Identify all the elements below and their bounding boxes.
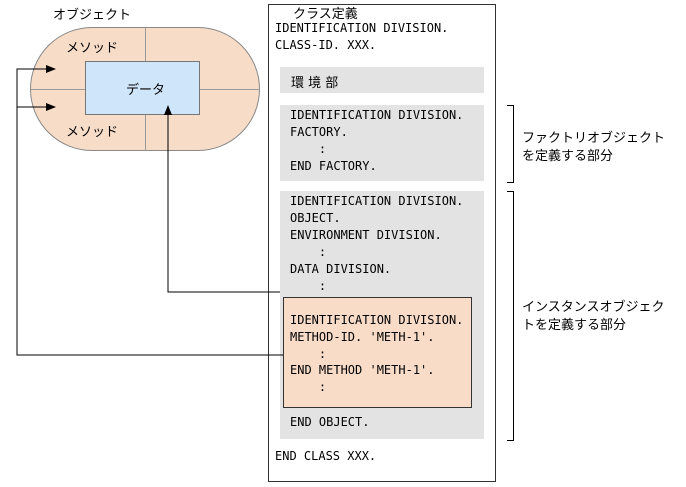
factory-brace [507,105,514,183]
factory-section [280,105,484,181]
object-line-3: ENVIRONMENT DIVISION. [290,228,442,242]
factory-line-4: END FACTORY. [290,159,377,173]
method-connector-line [16,65,283,356]
factory-line-3: : [290,142,327,156]
object-line-6: : [290,279,327,293]
factory-line-2: FACTORY. [290,125,348,139]
object-title: オブジェクト [53,8,132,23]
instance-brace [507,191,514,441]
object-line-4: : [290,245,327,259]
instance-annotation-line-1: インスタンスオブジェク [522,300,665,315]
end-class-line: END CLASS XXX. [275,449,377,463]
method-line-2: METHOD-ID. 'METH-1'. [290,330,435,344]
environment-section [280,67,484,93]
method-line-3: : [290,347,327,361]
method-label-bottom: メソッド [66,125,119,140]
factory-annotation-line-2: を定義する部分 [522,149,614,164]
factory-annotation-line-1: ファクトリオブジェクト [522,131,666,146]
object-line-1: IDENTIFICATION DIVISION. [290,194,464,208]
method-line-1: IDENTIFICATION DIVISION. [290,313,464,327]
object-line-5: DATA DIVISION. [290,262,392,276]
object-line-2: OBJECT. [290,211,341,225]
method-label-top: メソッド [66,41,119,56]
method-line-5: : [290,380,327,394]
method-section [283,297,472,408]
environment-label: 環 境 部 [291,76,339,91]
data-box [85,61,200,115]
instance-annotation-line-2: トを定義する部分 [522,318,627,333]
class-head-line-1: IDENTIFICATION DIVISION. [275,21,449,35]
data-label: データ [126,83,166,98]
class-head-line-2: CLASS-ID. XXX. [275,38,377,52]
end-object-line: END OBJECT. [290,415,370,429]
factory-line-1: IDENTIFICATION DIVISION. [290,108,464,122]
data-connector-line [164,105,280,293]
method-line-4: END METHOD 'METH-1'. [290,363,435,377]
class-definition-title: クラス定義 [293,7,358,22]
